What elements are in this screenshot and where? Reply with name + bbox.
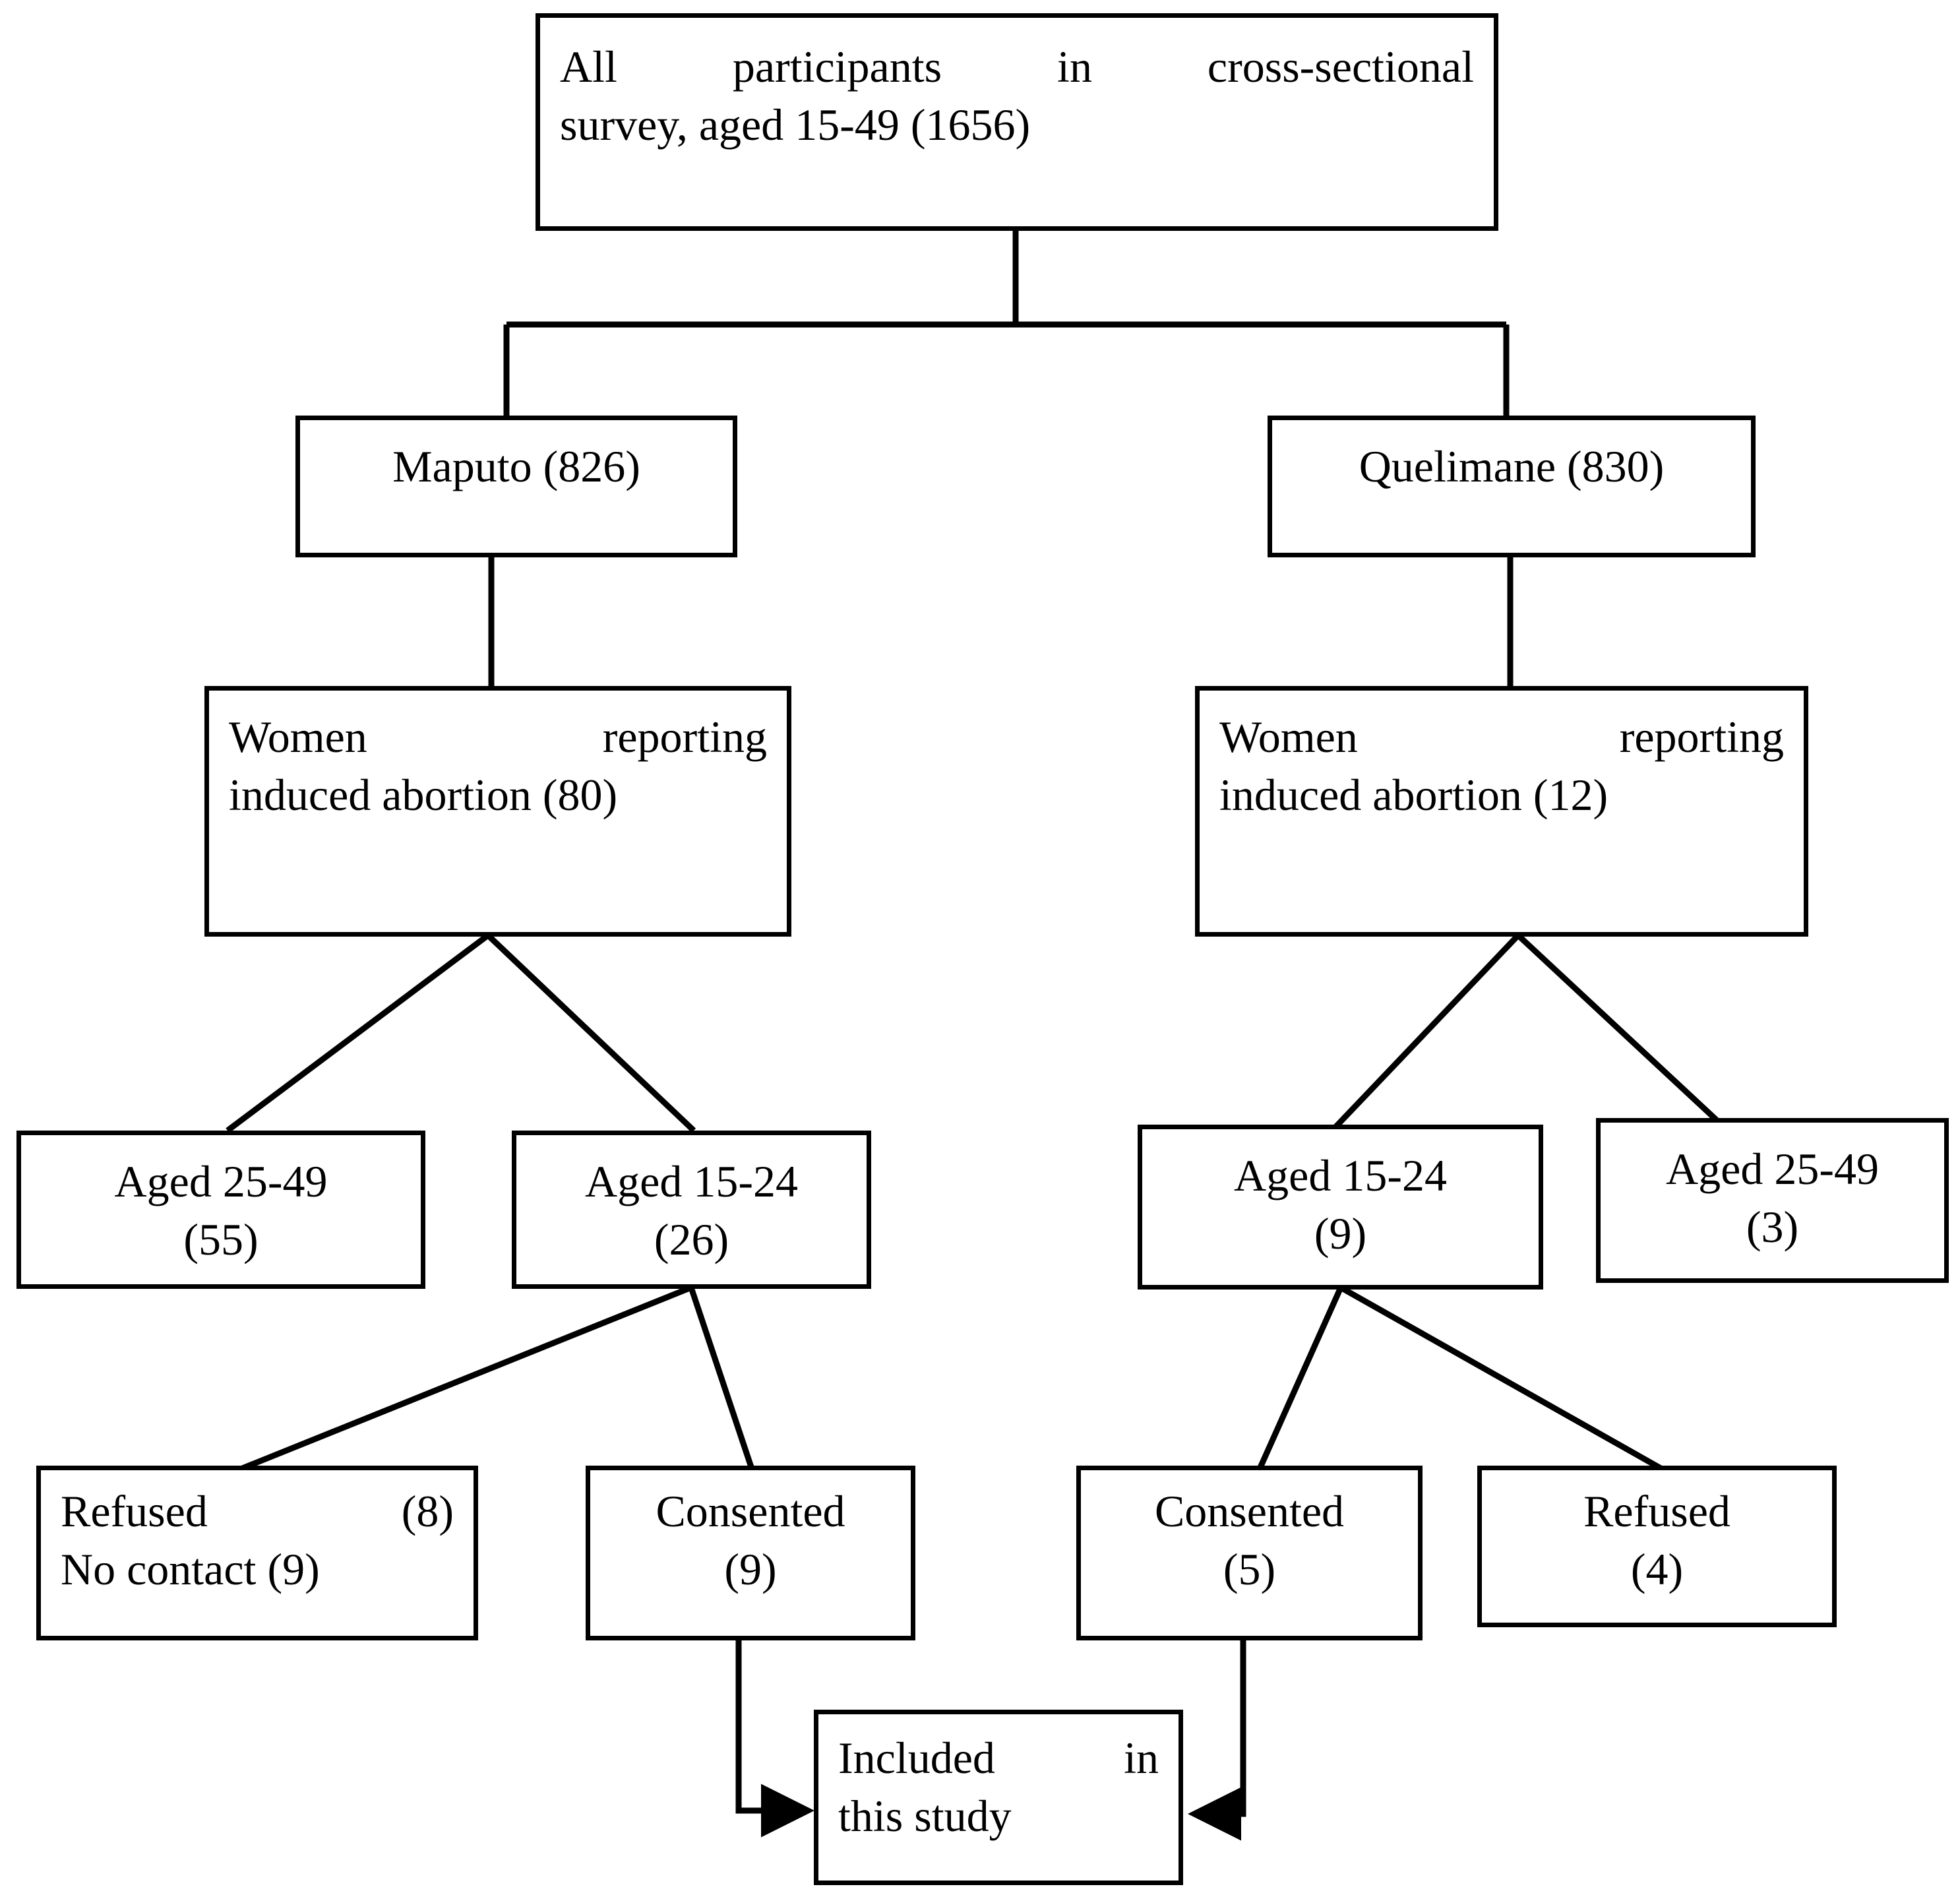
node-maputo-consented-line2: (9) [724, 1544, 777, 1595]
node-maputo-women-reporting-line1: Women reporting [229, 712, 767, 762]
edge-maputo-aged-to-refused [239, 1284, 692, 1472]
node-quelimane-aged-25-49: Aged 25-49 (3) [1596, 1118, 1949, 1283]
node-all-participants-line2: survey, aged 15-49 (1656) [560, 100, 1031, 150]
edge-maputo-abortion-to-aged-25-49 [226, 933, 490, 1133]
node-maputo-refused-line1: Refused (8) [61, 1486, 454, 1536]
node-maputo-refused-no-contact: Refused (8) No contact (9) [36, 1466, 478, 1640]
edge-quelimane-aged-to-refused [1339, 1285, 1664, 1472]
node-maputo-aged-25-49-line2: (55) [183, 1214, 259, 1265]
node-maputo-women-reporting-line2: induced abortion (80) [229, 770, 618, 821]
node-quelimane-consented: Consented (5) [1076, 1466, 1423, 1640]
node-quelimane-aged-25-49-line2: (3) [1746, 1202, 1799, 1253]
node-quelimane-aged-15-24: Aged 15-24 (9) [1138, 1125, 1543, 1290]
node-maputo: Maputo (826) [295, 416, 737, 557]
edge-quelimane-abortion-to-aged-25-49 [1516, 933, 1730, 1133]
node-maputo-aged-15-24-line1: Aged 15-24 [585, 1156, 798, 1206]
node-maputo-women-reporting: Women reporting induced abortion (80) [204, 686, 791, 937]
edge-quelimane-abortion-to-aged-15-24 [1330, 933, 1521, 1133]
node-quelimane-women-reporting-line1: Women reporting [1219, 712, 1784, 762]
node-quelimane-refused-line1: Refused [1583, 1486, 1730, 1536]
node-included-line1: Included in [838, 1733, 1159, 1783]
node-included-in-this-study: Included in this study [814, 1710, 1183, 1885]
node-quelimane-aged-15-24-line1: Aged 15-24 [1234, 1150, 1447, 1200]
node-included-line2: this study [838, 1791, 1012, 1842]
node-quelimane-women-reporting-line2: induced abortion (12) [1219, 770, 1608, 821]
node-quelimane-consented-line1: Consented [1154, 1486, 1345, 1536]
edge-quelimane-consented-to-included [1188, 1637, 1246, 1841]
node-maputo-consented: Consented (9) [586, 1466, 915, 1640]
node-quelimane-consented-line2: (5) [1223, 1544, 1276, 1595]
node-all-participants: All participants in cross-sectional surv… [536, 13, 1498, 231]
edge-quelimane-aged-to-consented [1256, 1286, 1344, 1470]
node-maputo-refused-line2: No contact (9) [61, 1544, 320, 1595]
node-maputo-aged-15-24-line2: (26) [654, 1214, 729, 1265]
edge-maputo-abortion-to-aged-15-24 [485, 933, 696, 1133]
node-quelimane-aged-25-49-line1: Aged 25-49 [1666, 1144, 1879, 1194]
edge-maputo-consented-to-included [735, 1637, 814, 1838]
node-quelimane-refused: Refused (4) [1477, 1466, 1837, 1627]
node-quelimane: Quelimane (830) [1268, 416, 1756, 557]
node-quelimane-women-reporting: Women reporting induced abortion (12) [1195, 686, 1808, 937]
node-maputo-aged-15-24: Aged 15-24 (26) [512, 1131, 871, 1289]
node-quelimane-refused-line2: (4) [1630, 1544, 1684, 1595]
node-all-participants-line1: All participants in cross-sectional [560, 42, 1474, 92]
node-quelimane-label: Quelimane (830) [1359, 441, 1665, 491]
node-quelimane-aged-15-24-line2: (9) [1314, 1208, 1367, 1259]
node-maputo-aged-25-49-line1: Aged 25-49 [114, 1156, 328, 1206]
node-maputo-label: Maputo (826) [392, 441, 640, 491]
node-maputo-aged-25-49: Aged 25-49 (55) [16, 1131, 425, 1289]
node-maputo-consented-line1: Consented [656, 1486, 845, 1536]
edge-maputo-aged-to-consented [688, 1286, 755, 1470]
